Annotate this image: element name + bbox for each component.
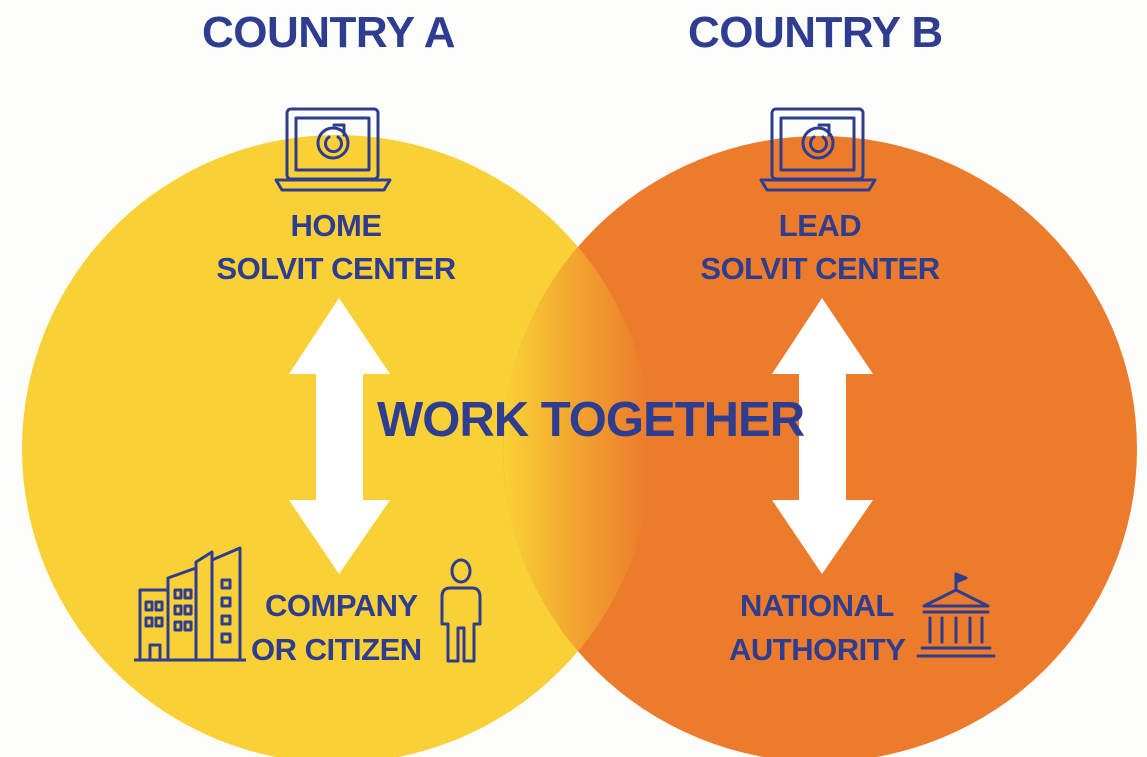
- country-b-title: COUNTRY B: [688, 8, 943, 57]
- laptop-solvit-icon: [274, 107, 392, 192]
- lead-center-line1: LEAD: [778, 208, 862, 243]
- laptop-solvit-icon: [759, 107, 877, 192]
- government-building-icon: [916, 572, 996, 658]
- home-center-line2: SOLVIT CENTER: [216, 251, 456, 286]
- person-icon: [440, 558, 482, 663]
- buildings-icon: [134, 546, 246, 662]
- double-arrow-icon: [289, 298, 390, 574]
- authority-line2: AUTHORITY: [729, 632, 906, 667]
- company-line2: OR CITIZEN: [251, 632, 422, 667]
- double-arrow-icon: [772, 298, 873, 574]
- country-a-title: COUNTRY A: [202, 8, 456, 57]
- authority-line1: NATIONAL: [740, 588, 894, 623]
- home-center-line1: HOME: [290, 208, 383, 243]
- lead-center-line2: SOLVIT CENTER: [700, 251, 940, 286]
- work-together-label: WORK TOGETHER: [377, 393, 805, 447]
- company-line1: COMPANY: [265, 588, 418, 623]
